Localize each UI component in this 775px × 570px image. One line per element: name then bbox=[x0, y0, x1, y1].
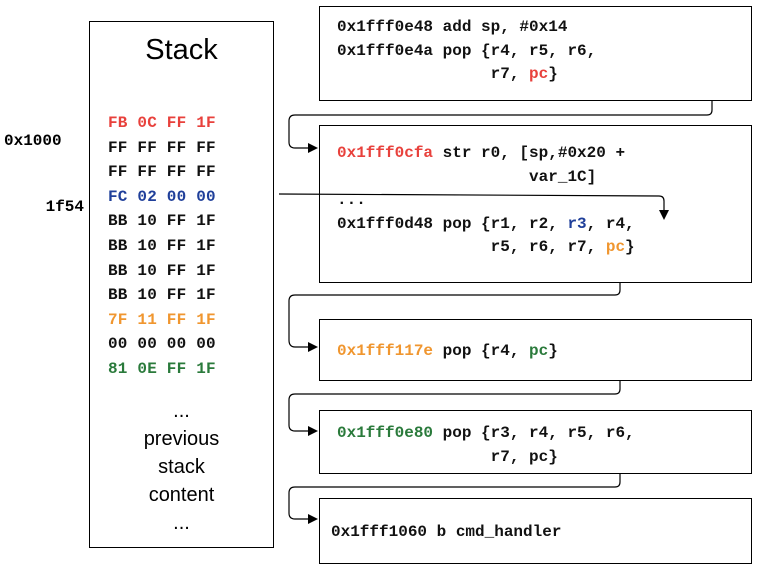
code-segment: r7, bbox=[337, 65, 530, 83]
stack-tail-line: previous bbox=[143, 428, 220, 450]
arrow-gadget3-to-gadget4 bbox=[288, 381, 621, 436]
stack-row: 7F 11 FF 1F bbox=[108, 310, 216, 329]
code-segment: pop {r3, r4, r5, r6, bbox=[433, 424, 635, 442]
code-segment: } bbox=[548, 342, 558, 360]
gadget-line: ... bbox=[337, 189, 751, 213]
code-segment: 0x1fff117e bbox=[337, 342, 434, 360]
stack-tail-text: ... previous stack content... bbox=[90, 397, 273, 537]
stack-row: BB 10 FF 1F bbox=[108, 236, 216, 255]
arrow-gadget4-to-gadget5 bbox=[288, 474, 621, 524]
stack-tail-line: ... bbox=[173, 512, 190, 534]
stack-row: FB 0C FF 1F bbox=[108, 114, 216, 132]
stack-address-label: 0x1000 1f54 bbox=[4, 86, 84, 262]
stack-tail-line: stack bbox=[158, 456, 205, 478]
code-segment: r3 bbox=[567, 214, 587, 233]
arrow-stack-to-r3 bbox=[278, 193, 669, 220]
gadget-line: r7, pc} bbox=[337, 63, 751, 87]
code-segment: var_1C] bbox=[337, 167, 597, 186]
gadget-line: 0x1fff0cfa str r0, [sp,#0x20 + bbox=[337, 142, 751, 166]
stack-row: FC 02 00 00 bbox=[108, 187, 216, 206]
code-segment: } bbox=[548, 65, 558, 83]
gadget-line: r7, pc} bbox=[337, 446, 751, 470]
stack-row: FF FF FF FF bbox=[108, 138, 216, 157]
code-segment: 0x1fff0e80 bbox=[337, 424, 434, 442]
code-segment: 0x1fff0e48 add sp, #0x14 bbox=[337, 18, 568, 36]
code-segment: r5, r6, r7, bbox=[337, 238, 606, 256]
stack-row: BB 10 FF 1F bbox=[108, 261, 216, 280]
stack-row: 81 0E FF 1F bbox=[108, 359, 216, 378]
gadget-box-3: 0x1fff117e pop {r4, pc} bbox=[319, 319, 752, 381]
stack-tail-line: ... bbox=[173, 400, 190, 422]
code-segment: pc bbox=[529, 342, 549, 360]
stack-rows: FB 0C FF 1F FF FF FF FF FF FF FF FF FC 02 0… bbox=[108, 111, 273, 382]
arrow-gadget2-to-gadget3 bbox=[288, 283, 621, 352]
code-segment: 0x1fff0d48 pop {r1, r2, bbox=[337, 214, 568, 233]
stack-row: 00 00 00 00 bbox=[108, 335, 216, 354]
code-segment: pop {r4, bbox=[433, 342, 530, 360]
code-segment: 0x1fff0cfa bbox=[337, 144, 434, 162]
gadget-line: 0x1fff0e80 pop {r3, r4, r5, r6, bbox=[337, 422, 751, 446]
arrow-gadget1-to-gadget2 bbox=[288, 101, 713, 153]
gadget-box-5: 0x1fff1060 b cmd_handler bbox=[319, 498, 752, 564]
code-segment: , r4, bbox=[586, 214, 635, 233]
gadget-line: 0x1fff117e pop {r4, pc} bbox=[337, 340, 751, 364]
stack-row: FF FF FF FF bbox=[108, 163, 216, 182]
gadget-line: var_1C] bbox=[337, 166, 751, 190]
code-segment: ... bbox=[337, 191, 366, 209]
stack-row: BB 10 FF 1F bbox=[108, 286, 216, 305]
stack-address-line-2: 1f54 bbox=[45, 198, 84, 216]
gadget-box-4: 0x1fff0e80 pop {r3, r4, r5, r6, r7, pc} bbox=[319, 410, 752, 474]
code-segment: r7, pc} bbox=[337, 447, 558, 466]
stack-title: Stack bbox=[145, 34, 218, 66]
gadget-box-1: 0x1fff0e48 add sp, #0x14 0x1fff0e4a pop {… bbox=[319, 6, 752, 101]
gadget-line: 0x1fff0e48 add sp, #0x14 bbox=[337, 16, 751, 40]
code-segment: 0x1fff0e4a pop {r4, r5, r6, bbox=[337, 41, 597, 60]
code-segment: pc bbox=[605, 238, 626, 256]
stack-row: BB 10 FF 1F bbox=[108, 212, 216, 231]
gadget-line: 0x1fff1060 b cmd_handler bbox=[331, 521, 751, 545]
gadget-line: r5, r6, r7, pc} bbox=[337, 236, 751, 260]
code-segment: } bbox=[625, 238, 635, 256]
gadget-line: 0x1fff0d48 pop {r1, r2, r3, r4, bbox=[337, 213, 751, 237]
code-segment: pc bbox=[529, 65, 549, 83]
gadget-line: 0x1fff0e4a pop {r4, r5, r6, bbox=[337, 40, 751, 64]
code-segment: 0x1fff1060 b cmd_handler bbox=[331, 523, 562, 541]
stack-tail-line: content bbox=[148, 484, 215, 506]
gadget-box-2: 0x1fff0cfa str r0, [sp,#0x20 + var_1C]..… bbox=[319, 125, 752, 283]
code-segment: str r0, [sp,#0x20 + bbox=[433, 144, 626, 162]
stack-address-line-1: 0x1000 bbox=[4, 132, 62, 150]
